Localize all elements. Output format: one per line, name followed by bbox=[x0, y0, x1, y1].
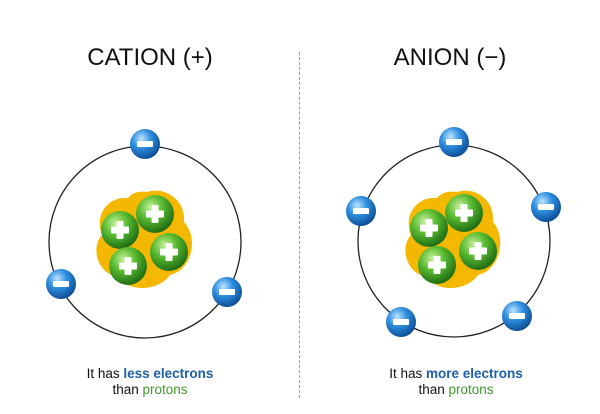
minus-icon bbox=[53, 281, 69, 287]
anion-electron bbox=[386, 307, 416, 337]
cation-caption-prefix: It has bbox=[86, 366, 124, 381]
cation-atom bbox=[46, 129, 242, 339]
plus-icon bbox=[428, 256, 446, 274]
anion-caption-line1: It has more electrons bbox=[306, 366, 600, 382]
minus-icon bbox=[353, 208, 369, 214]
plus-icon bbox=[146, 205, 164, 223]
minus-icon bbox=[509, 313, 525, 319]
cation-caption: It has less electrons than protons bbox=[0, 366, 300, 398]
cation-proton bbox=[109, 247, 147, 285]
minus-icon bbox=[137, 141, 153, 147]
anion-electron bbox=[531, 192, 561, 222]
cation-caption-line2-highlight: protons bbox=[142, 382, 188, 397]
anion-proton bbox=[445, 194, 483, 232]
anion-title: ANION (−) bbox=[393, 44, 507, 71]
cation-proton bbox=[136, 195, 174, 233]
plus-icon bbox=[455, 204, 473, 222]
plus-icon bbox=[160, 243, 178, 261]
plus-icon bbox=[111, 221, 129, 239]
anion-electron bbox=[346, 196, 376, 226]
center-divider bbox=[299, 52, 300, 398]
minus-icon bbox=[446, 139, 462, 145]
minus-icon bbox=[219, 289, 235, 295]
cation-caption-line1: It has less electrons bbox=[0, 366, 300, 382]
anion-caption-highlight: more electrons bbox=[425, 366, 523, 381]
anion-atom bbox=[346, 127, 561, 338]
minus-icon bbox=[393, 319, 409, 325]
cation-caption-highlight: less electrons bbox=[123, 366, 214, 381]
anion-electron bbox=[502, 301, 532, 331]
anion-electron bbox=[439, 127, 469, 157]
anion-proton bbox=[459, 232, 497, 270]
cation-title: CATION (+) bbox=[87, 44, 213, 71]
cation-proton bbox=[101, 211, 139, 249]
anion-caption: It has more electrons than protons bbox=[306, 366, 600, 398]
minus-icon bbox=[538, 204, 554, 210]
cation-caption-line2: than protons bbox=[0, 382, 300, 398]
plus-icon bbox=[420, 219, 438, 237]
cation-caption-line2-prefix: than bbox=[112, 382, 143, 397]
cation-electron bbox=[130, 129, 160, 159]
cation-electron bbox=[46, 269, 76, 299]
anion-proton bbox=[418, 246, 456, 284]
cation-proton bbox=[150, 233, 188, 271]
anion-proton bbox=[410, 209, 448, 247]
cation-electron bbox=[212, 277, 242, 307]
anion-caption-prefix: It has bbox=[389, 366, 426, 381]
anion-caption-line2-prefix: than bbox=[418, 382, 449, 397]
plus-icon bbox=[119, 257, 137, 275]
anion-caption-line2: than protons bbox=[306, 382, 600, 398]
plus-icon bbox=[469, 242, 487, 260]
anion-caption-line2-highlight: protons bbox=[448, 382, 494, 397]
